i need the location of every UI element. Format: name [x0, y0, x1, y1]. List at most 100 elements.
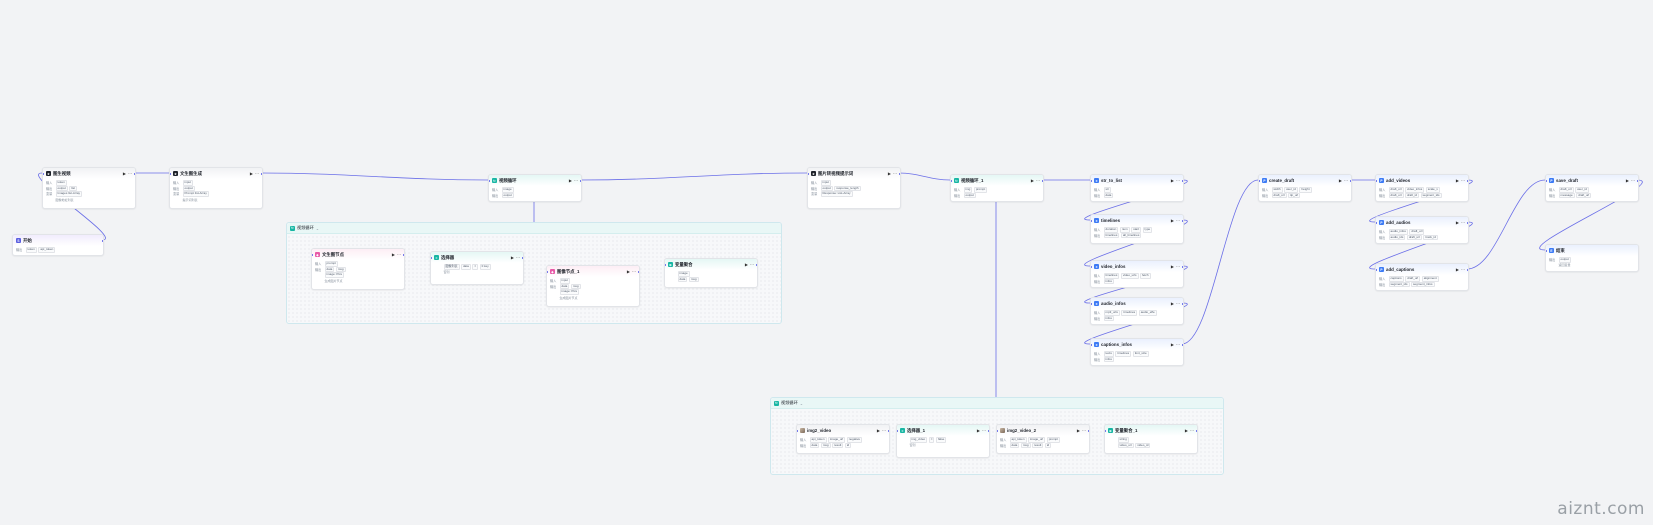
run-icon[interactable]: ▶ — [1625, 178, 1629, 183]
input-port[interactable] — [1105, 430, 1107, 433]
more-icon[interactable]: ⋯ — [750, 262, 754, 267]
input-port[interactable] — [43, 173, 45, 176]
more-icon[interactable]: ⋯ — [1344, 178, 1348, 183]
more-icon[interactable]: ⋯ — [397, 252, 401, 257]
run-icon[interactable]: ▶ — [1170, 301, 1174, 306]
input-port[interactable] — [1376, 180, 1378, 183]
input-port[interactable] — [431, 257, 433, 260]
output-port[interactable] — [1181, 220, 1183, 223]
more-icon[interactable]: ⋯ — [1631, 178, 1635, 183]
edge-n14-n15[interactable] — [1181, 179, 1259, 345]
run-icon[interactable]: ▶ — [1455, 220, 1459, 225]
output-port[interactable] — [402, 254, 404, 257]
output-port[interactable] — [1181, 303, 1183, 306]
more-icon[interactable]: ⋯ — [128, 171, 132, 176]
output-port[interactable] — [1181, 266, 1183, 269]
output-port[interactable] — [987, 430, 989, 433]
output-port[interactable] — [1195, 430, 1197, 433]
run-icon[interactable]: ▶ — [568, 178, 572, 183]
run-icon[interactable]: ▶ — [1170, 264, 1174, 269]
more-icon[interactable]: ⋯ — [893, 171, 897, 176]
chevron-down-icon[interactable]: ⌄ — [799, 400, 804, 406]
more-icon[interactable]: ⋯ — [1461, 267, 1465, 272]
output-port[interactable] — [1181, 344, 1183, 347]
more-icon[interactable]: ⋯ — [982, 428, 986, 433]
edge-n3-n8[interactable] — [579, 172, 808, 181]
output-port[interactable] — [133, 173, 135, 176]
output-port[interactable] — [1466, 222, 1468, 225]
input-port[interactable] — [1091, 344, 1093, 347]
input-port[interactable] — [797, 430, 799, 433]
edge-n8-n9[interactable] — [898, 172, 951, 181]
input-port[interactable] — [897, 430, 899, 433]
input-port[interactable] — [997, 430, 999, 433]
output-port[interactable] — [637, 271, 639, 274]
more-icon[interactable]: ⋯ — [1036, 178, 1040, 183]
run-icon[interactable]: ▶ — [122, 171, 126, 176]
input-port[interactable] — [1376, 269, 1378, 272]
input-port[interactable] — [1259, 180, 1261, 183]
output-port[interactable] — [1636, 180, 1638, 183]
run-icon[interactable]: ▶ — [1338, 178, 1342, 183]
run-icon[interactable]: ▶ — [1455, 178, 1459, 183]
more-icon[interactable]: ⋯ — [1082, 428, 1086, 433]
output-port[interactable] — [898, 173, 900, 176]
input-port[interactable] — [1091, 266, 1093, 269]
run-icon[interactable]: ▶ — [626, 269, 630, 274]
input-port[interactable] — [951, 180, 953, 183]
more-icon[interactable]: ⋯ — [1176, 218, 1180, 223]
input-port[interactable] — [489, 180, 491, 183]
input-port[interactable] — [1376, 222, 1378, 225]
run-icon[interactable]: ▶ — [391, 252, 395, 257]
output-port[interactable] — [755, 264, 757, 267]
input-port[interactable] — [665, 264, 667, 267]
output-port[interactable] — [260, 173, 262, 176]
edge-n18-n19[interactable] — [1466, 179, 1546, 270]
run-icon[interactable]: ▶ — [510, 255, 514, 260]
more-icon[interactable]: ⋯ — [1176, 264, 1180, 269]
more-icon[interactable]: ⋯ — [632, 269, 636, 274]
output-port[interactable] — [1466, 269, 1468, 272]
more-icon[interactable]: ⋯ — [516, 255, 520, 260]
output-port[interactable] — [1087, 430, 1089, 433]
run-icon[interactable]: ▶ — [249, 171, 253, 176]
input-port[interactable] — [170, 173, 172, 176]
run-icon[interactable]: ▶ — [976, 428, 980, 433]
more-icon[interactable]: ⋯ — [574, 178, 578, 183]
output-port[interactable] — [101, 240, 103, 243]
run-icon[interactable]: ▶ — [1030, 178, 1034, 183]
more-icon[interactable]: ⋯ — [1176, 342, 1180, 347]
output-port[interactable] — [521, 257, 523, 260]
input-port[interactable] — [1546, 180, 1548, 183]
edge-n2-n3[interactable] — [260, 172, 489, 181]
output-port[interactable] — [1181, 180, 1183, 183]
more-icon[interactable]: ⋯ — [1176, 301, 1180, 306]
run-icon[interactable]: ▶ — [1184, 428, 1188, 433]
more-icon[interactable]: ⋯ — [1461, 220, 1465, 225]
output-port[interactable] — [579, 180, 581, 183]
output-port[interactable] — [1349, 180, 1351, 183]
more-icon[interactable]: ⋯ — [1176, 178, 1180, 183]
run-icon[interactable]: ▶ — [1076, 428, 1080, 433]
run-icon[interactable]: ▶ — [887, 171, 891, 176]
input-port[interactable] — [1091, 303, 1093, 306]
